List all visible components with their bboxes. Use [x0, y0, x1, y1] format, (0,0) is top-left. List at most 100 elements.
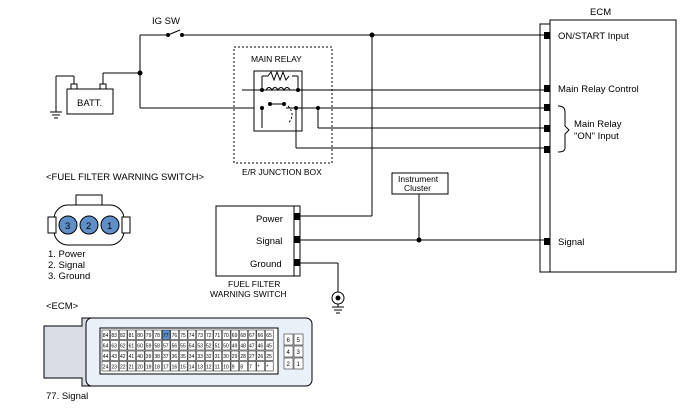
ecm-pin-label: 63 [111, 344, 117, 350]
ig-sw-label: IG SW [152, 16, 180, 27]
ecm-pin-label: 47 [249, 344, 255, 350]
ecm-pin-label: 72 [206, 333, 212, 339]
ecm-pin-cell [161, 329, 171, 340]
ecm-pin-label: 68 [240, 333, 246, 339]
battery-box [66, 88, 114, 115]
ecm-pin-label: 28 [240, 354, 246, 360]
ecm-pin-label: 80 [137, 333, 143, 339]
ecm-pin-cell [153, 329, 162, 340]
ecm-pin-cell [247, 361, 257, 372]
ecm-pin-label: 77 [163, 333, 169, 339]
ecm-pin-cell [170, 361, 179, 372]
ecm-pin-label: 24 [103, 365, 109, 371]
ecm-pin-label: 55 [180, 344, 186, 350]
switch-ground-label: Ground [250, 259, 282, 270]
ecm-pin-cell [161, 350, 171, 361]
ecm-pin-label: 59 [146, 344, 152, 350]
ecm-pin-label: 18 [154, 365, 160, 371]
ecm-pin-cell [213, 361, 222, 372]
ecm-pin-cell [101, 350, 111, 361]
ecm-pin-label: 12 [206, 365, 212, 371]
er-junction-box: E/R JUNCTION BOX MAIN RELAY [233, 46, 544, 177]
ecm-pin-label: 50 [223, 344, 229, 350]
ecm-side-pin-label: 2 [287, 362, 291, 368]
ecm-pin-label: 53 [197, 344, 203, 350]
ecm-pin-label: 70 [223, 333, 229, 339]
ecm-pin-label: 64 [103, 344, 109, 350]
fuel-filter-switch: Power Signal Ground FUEL FILTER WARNING … [210, 35, 544, 314]
ecm-pin-cell [256, 340, 265, 351]
ecm-pin-label: 82 [120, 333, 126, 339]
ecm-pin-cell [196, 340, 205, 351]
ecm-pin-cell [247, 329, 257, 340]
ecm-pin-cell [101, 329, 111, 340]
ecm-pin-label: 9 [232, 365, 235, 371]
ecm-pin-cell [136, 340, 145, 351]
ecm-pin-label: 83 [111, 333, 117, 339]
ecm-main-relay-control-label: Main Relay Control [558, 84, 639, 95]
ecm-pin-label: 48 [240, 344, 246, 350]
ecm-pin-cell [265, 361, 274, 372]
pin-label-1: 1 [107, 221, 112, 232]
ecm-pin-label: 79 [146, 333, 152, 339]
ecm-pin-label: 39 [146, 354, 152, 360]
ecm-side-pin-label: 4 [287, 350, 291, 356]
ecm-pin-label: 11 [215, 365, 220, 371]
ecm-pin-cell [118, 350, 128, 361]
ecm-pin-label: 20 [137, 365, 143, 371]
ecm-pin-cell [179, 340, 188, 351]
ecm-signal-label: Signal [558, 237, 584, 248]
ecm-pin-cell [204, 350, 214, 361]
battery: BATT. [50, 35, 544, 119]
ecm-main-relay-on-input-label-1: Main Relay [574, 119, 622, 130]
ecm-label: ECM [590, 7, 611, 18]
main-relay-body [253, 70, 303, 132]
ecm-pin-label: 34 [189, 354, 195, 360]
ecm-on-start-input-label: ON/START Input [558, 31, 629, 42]
switch-body [215, 205, 297, 277]
main-relay-label: MAIN RELAY [251, 54, 302, 64]
ecm-pin-label: 67 [249, 333, 255, 339]
ecm-main-relay-on-input-label-2: "ON" Input [574, 131, 619, 142]
ecm-pin-label: 46 [258, 344, 264, 350]
ecm-pin-label: 49 [232, 344, 238, 350]
ecm-pin-cell [136, 350, 145, 361]
switch-connector-title: <FUEL FILTER WARNING SWITCH> [46, 172, 204, 183]
switch-signal-label: Signal [256, 236, 282, 247]
ecm-pin-label: 71 [215, 333, 221, 339]
ecm-pin-cell [213, 340, 222, 351]
ecm-pin-label: 56 [172, 344, 178, 350]
ecm-pin-label: 60 [137, 344, 143, 350]
ecm-pin-cell [230, 361, 240, 372]
ecm-pin-label: 73 [197, 333, 203, 339]
pin-label-3: 3 [65, 221, 70, 232]
ecm-pin-label: 22 [120, 365, 126, 371]
ecm-pin-label: 35 [180, 354, 186, 360]
ecm-side-pin-cell [293, 357, 304, 370]
ecm-pin-label: 76 [172, 333, 178, 339]
ecm-pin-label: 17 [163, 365, 169, 371]
ecm-pin-cell [247, 350, 257, 361]
ecm-pin-cell [153, 340, 162, 351]
ecm-pin-cell [170, 350, 179, 361]
ecm-pin-cell [179, 361, 188, 372]
ecm-pin-label: 65 [266, 333, 272, 339]
ecm-pin-cell [144, 340, 154, 351]
instrument-cluster-box [391, 172, 449, 195]
ecm-pin-label: 8 [240, 365, 243, 371]
ecm-pin-cell [136, 329, 145, 340]
ecm-pin-cell [110, 340, 119, 351]
ecm-pin-label: 51 [215, 344, 221, 350]
switch-title-1: FUEL FILTER [228, 279, 280, 289]
ecm-terminal-on-start [544, 32, 550, 39]
ecm-pin-cell [230, 340, 240, 351]
ecm-pin-cell [161, 340, 171, 351]
ecm-connector-title: <ECM> [46, 301, 79, 312]
ecm-pin-label: 45 [266, 344, 272, 350]
ecm-pin-label: 13 [197, 365, 203, 371]
junction-box-label: E/R JUNCTION BOX [242, 167, 322, 177]
ecm-pin-cell [204, 329, 214, 340]
ecm-pin-label: 69 [232, 333, 238, 339]
